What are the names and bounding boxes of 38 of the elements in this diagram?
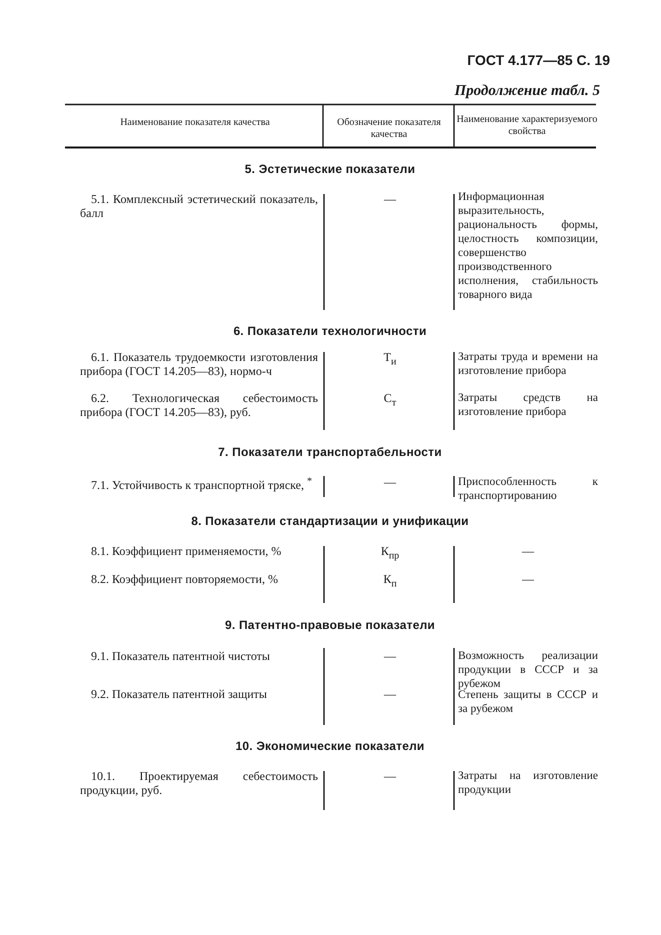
table-cell-text: 9.1. Показатель патентной чистоты (90, 649, 271, 663)
page-header: ГОСТ 4.177—85 С. 19 (466, 53, 610, 67)
table-cell-text: — (382, 687, 398, 701)
table-cell-text: 8.2. Коэффициент повторяемости, % (90, 572, 279, 586)
column-header: Наименование характеризуемого свойства (456, 114, 598, 138)
table-cell: 6.2. Технологическая себестоимость прибора (ГОСТ 14.205—83), руб. (80, 391, 318, 419)
section-heading: 10. Экономические показатели (234, 739, 426, 753)
section-heading: 5. Эстетические показатели (244, 162, 416, 176)
table-cell: Информационная выразительность, рациональность формы, целостность композиции, совершенство производственного исполнения, стабильность товарного вида (458, 190, 598, 302)
table-cell-text: — (520, 544, 536, 558)
table-cell: Приспособленность к транспортированию (458, 475, 598, 503)
table-cell: 6.1. Показатель трудоемкости изготовления прибора (ГОСТ 14.205—83), нормо-ч (80, 350, 318, 378)
section-heading: 9. Патентно-правовые показатели (224, 618, 436, 632)
table-cell-text: Т$_{и}$ (382, 350, 398, 370)
section-heading: 6. Показатели технологичности (232, 324, 428, 338)
table-caption: Продолжение табл. 5 (453, 84, 600, 98)
table-cell-text: 8.1. Коэффициент применяемости, % (90, 544, 282, 558)
table-cell-text: К$_{п}$ (382, 572, 398, 592)
table-cell-text: — (382, 192, 398, 206)
column-header: Обозначение показателя качества (336, 117, 442, 141)
table-cell-text: 9.2. Показатель патентной защиты (90, 687, 268, 701)
table-cell-text: С$_{т}$ (382, 391, 398, 410)
table-cell: Затраты на изготовление продукции (458, 769, 598, 797)
table-cell-text: — (382, 769, 398, 783)
table-cell: 5.1. Комплексный эстетический показатель, балл (80, 192, 318, 220)
table-cell-text: Степень защиты в СССР и за рубежом (458, 689, 598, 716)
table-cell: 10.1. Проектируемая себестоимость продукции, руб. (80, 769, 318, 797)
table-cell: Затраты средств на изготовление прибора (458, 391, 598, 419)
table-cell-text: К$_{пр}$ (380, 544, 400, 564)
section-heading: 7. Показатели транспортабельности (217, 445, 443, 459)
table-cell-text: — (382, 649, 398, 663)
table-cell-text: — (382, 475, 398, 489)
table-cell-text: — (520, 572, 536, 586)
section-heading: 8. Показатели стандартизации и унификации (190, 514, 470, 528)
table-cell: Затраты труда и времени на изготовление прибора (458, 350, 598, 378)
column-header: Наименование показателя качества (119, 117, 271, 129)
table-cell-text: Возможность реализации продукции в СССР и за рубежом (458, 649, 598, 690)
table-cell-text: 7.1. Устойчивость к транспортной тряске, $^{*}$ (90, 475, 314, 492)
